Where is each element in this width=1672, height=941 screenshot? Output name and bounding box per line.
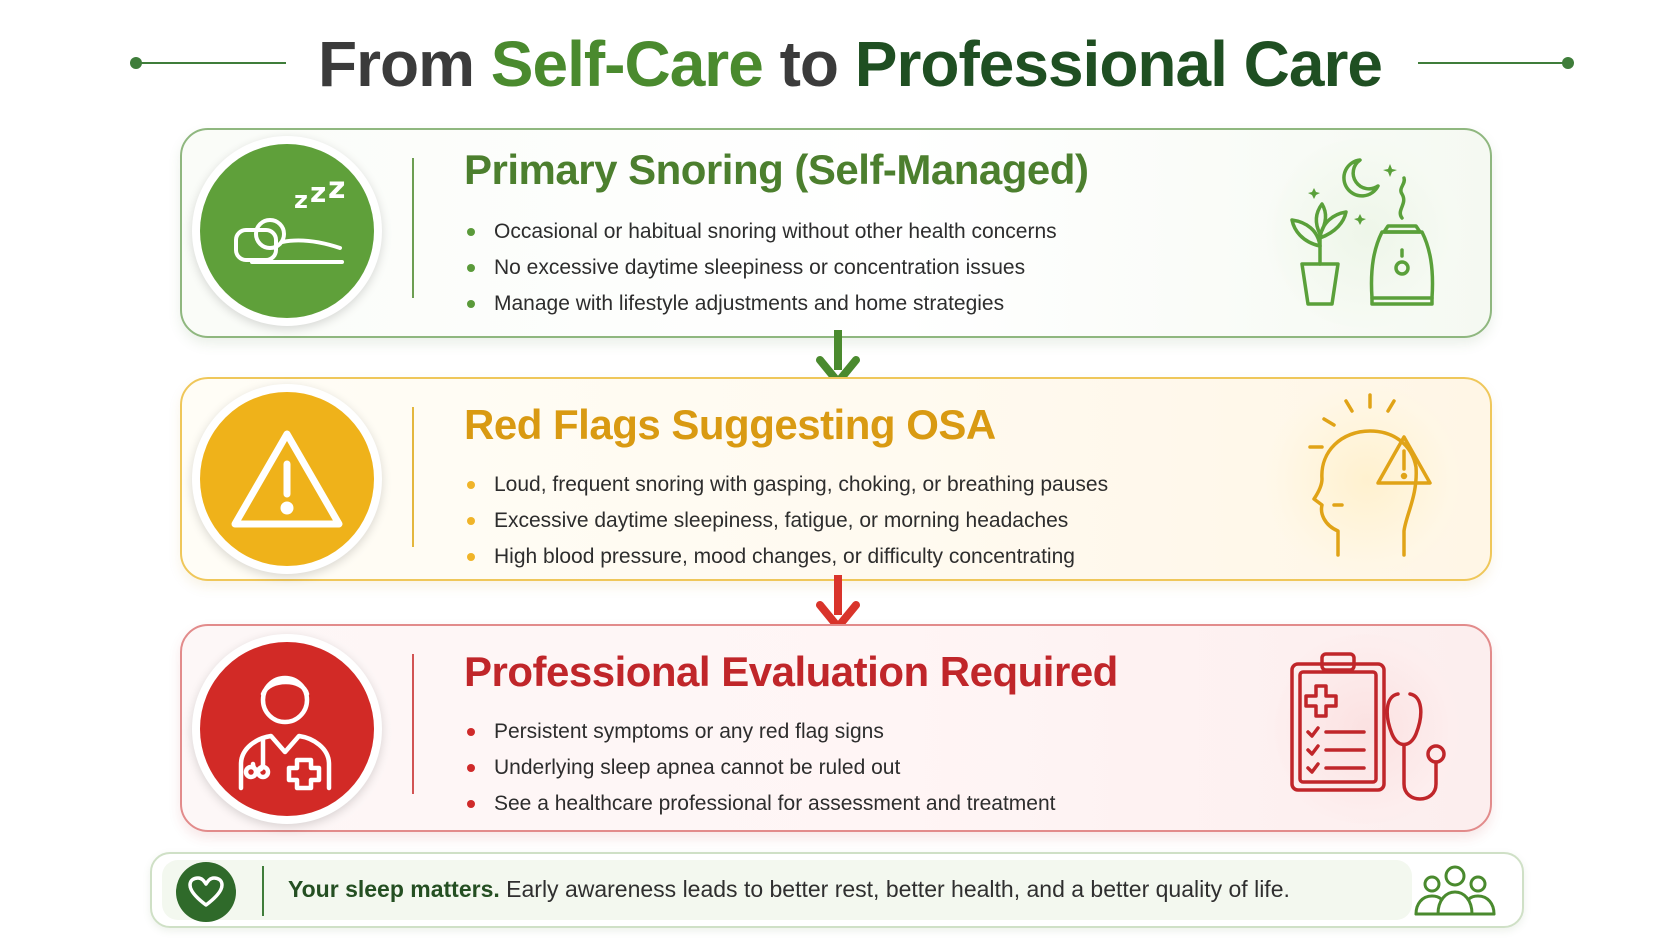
title-dot-right (1562, 57, 1574, 69)
card-title: Primary Snoring (Self-Managed) (464, 146, 1089, 193)
bullet-list: Occasional or habitual snoring without o… (464, 214, 1057, 322)
svg-text:z: z (328, 176, 345, 206)
bullet-list: Loud, frequent snoring with gasping, cho… (464, 467, 1108, 575)
title-line-right (1418, 62, 1568, 64)
list-item: See a healthcare professional for assess… (464, 786, 1055, 822)
footer-message: Your sleep matters. Early awareness lead… (288, 876, 1290, 903)
card-divider (412, 158, 414, 298)
svg-text:z: z (310, 176, 326, 209)
footer-body: Early awareness leads to better rest, be… (499, 876, 1290, 902)
footer-divider (262, 866, 264, 916)
list-item: Occasional or habitual snoring without o… (464, 214, 1057, 250)
title-part-2: Self-Care (490, 28, 764, 100)
bullet-list: Persistent symptoms or any red flag sign… (464, 714, 1055, 822)
list-item: Manage with lifestyle adjustments and ho… (464, 286, 1057, 322)
list-item: High blood pressure, mood changes, or di… (464, 539, 1108, 575)
card-title: Red Flags Suggesting OSA (464, 401, 996, 448)
title-part-1: From (318, 28, 491, 100)
doctor-icon (200, 642, 374, 816)
heart-icon (176, 862, 236, 922)
title-part-3: to (762, 28, 855, 100)
card-red-flags: Red Flags Suggesting OSA Loud, frequent … (180, 377, 1492, 581)
list-item: Persistent symptoms or any red flag sign… (464, 714, 1055, 750)
list-item: Loud, frequent snoring with gasping, cho… (464, 467, 1108, 503)
plant-and-humidifier-icon (1262, 138, 1472, 328)
list-item: No excessive daytime sleepiness or conce… (464, 250, 1057, 286)
svg-text:z: z (294, 186, 308, 214)
warning-triangle-icon (200, 392, 374, 566)
sleeping-person-icon: z z z (200, 144, 374, 318)
badge-ring (192, 634, 382, 824)
title-line-left (136, 62, 286, 64)
clipboard-stethoscope-icon (1262, 634, 1472, 824)
head-with-warning-icon (1262, 385, 1472, 575)
card-title: Professional Evaluation Required (464, 648, 1118, 695)
card-primary-snoring: z z z Primary Snoring (Self-Managed) Occ… (180, 128, 1492, 338)
badge-ring: z z z (192, 136, 382, 326)
footer-highlight (162, 860, 1412, 920)
list-item: Underlying sleep apnea cannot be ruled o… (464, 750, 1055, 786)
badge-ring (192, 384, 382, 574)
card-divider (412, 654, 414, 794)
people-group-icon (1412, 862, 1498, 922)
page-title: From Self-Care to Professional Care (290, 28, 1410, 100)
title-bar: From Self-Care to Professional Care (0, 22, 1672, 112)
title-part-4: Professional Care (854, 28, 1383, 100)
card-professional-evaluation: Professional Evaluation Required Persist… (180, 624, 1492, 832)
footer-bold: Your sleep matters. (288, 876, 500, 902)
card-divider (412, 407, 414, 547)
footer-banner: Your sleep matters. Early awareness lead… (150, 852, 1524, 928)
list-item: Excessive daytime sleepiness, fatigue, o… (464, 503, 1108, 539)
